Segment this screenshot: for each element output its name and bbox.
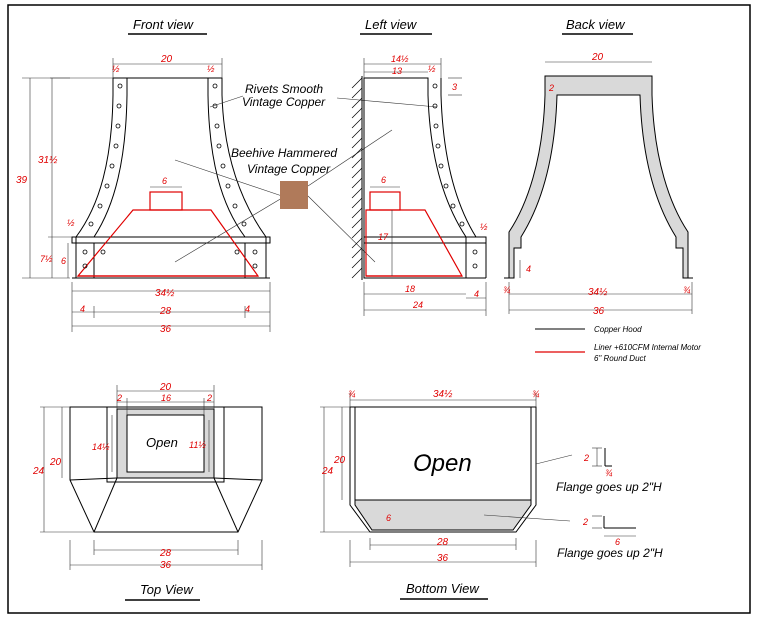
back-dim-total-width: 36 — [593, 306, 605, 317]
rivets-leader-front — [209, 95, 244, 108]
back-dim-right-lip: ¾ — [683, 285, 691, 295]
top-view-open-label: Open — [146, 435, 178, 450]
left-dim-liner-height: 17 — [378, 232, 389, 242]
left-dim-front-offset: 4 — [474, 289, 479, 299]
top-dim-opening-outer: 20 — [159, 382, 172, 393]
back-dim-wall: 2 — [548, 83, 554, 93]
front-dim-duct: 6 — [162, 176, 167, 186]
top-dimension-lines — [40, 385, 263, 570]
front-dim-total-height: 39 — [16, 175, 28, 186]
front-dim-total-width: 36 — [160, 324, 172, 335]
beehive-note-line1: Beehive Hammered — [231, 146, 337, 160]
bottom-dim-base-total: 36 — [437, 553, 449, 564]
bottom-dim-inner-width: 34½ — [433, 389, 453, 400]
left-dim-duct: 6 — [381, 175, 386, 185]
sheet-border — [7, 4, 751, 614]
front-dim-band-inner-width: 28 — [159, 306, 172, 317]
swatch-leader-up — [307, 129, 393, 187]
front-rivets — [82, 83, 258, 269]
bottom-dimension-lines — [320, 393, 636, 567]
top-dim-depth-total: 24 — [32, 466, 45, 477]
left-dim-lip: ½ — [480, 222, 488, 232]
rivets-leader-left — [336, 97, 438, 108]
legend-copper-hood-label: Copper Hood — [594, 325, 642, 334]
back-view-title: Back view — [566, 17, 626, 32]
bottom-dim-flange-upper: 2 — [583, 453, 589, 463]
top-dim-right-depth: 11½ — [189, 440, 206, 450]
bottom-dim-lip-right: ¾ — [532, 389, 540, 399]
left-dim-top-right: 3 — [452, 82, 457, 92]
front-dim-side-right: 4 — [245, 304, 250, 314]
legend-liner-label-2: 6" Round Duct — [594, 354, 647, 363]
left-dimension-lines — [363, 58, 487, 316]
front-dim-top-left: ½ — [112, 64, 120, 74]
top-dim-depth-inner: 20 — [49, 457, 62, 468]
bottom-dim-flange-lower: 2 — [582, 517, 588, 527]
rivets-note-line2: Vintage Copper — [242, 95, 326, 109]
left-view-drawing — [351, 76, 487, 280]
bottom-view-open-label: Open — [413, 450, 472, 477]
flange1-leader — [535, 454, 573, 465]
front-dim-upper-height: 31½ — [38, 155, 58, 166]
front-dim-top-width: 20 — [160, 54, 173, 65]
bottom-view-drawing — [349, 406, 636, 533]
top-dim-left-depth: 14½ — [92, 442, 110, 452]
left-dim-top-side: ½ — [428, 64, 436, 74]
legend: Copper Hood Liner +610CFM Internal Motor… — [535, 325, 701, 363]
left-dim-top-depth: 14½ — [391, 54, 409, 64]
top-dim-opening-inner: 16 — [161, 393, 171, 403]
back-dim-left-lip: ¾ — [503, 285, 511, 295]
back-dimension-lines — [508, 61, 693, 314]
front-dim-top-right: ½ — [207, 64, 215, 74]
swatch-leader-left — [307, 195, 376, 263]
left-dim-total-depth: 24 — [412, 300, 423, 310]
top-dim-base-inner: 28 — [159, 548, 172, 559]
top-dim-base-total: 36 — [160, 560, 172, 571]
bottom-dim-flange-upper-thick: ¾ — [605, 468, 613, 478]
bottom-dim-band: 6 — [386, 513, 391, 523]
beehive-note-line2: Vintage Copper — [247, 162, 331, 176]
bottom-dim-flange-lower-len: 6 — [615, 537, 620, 547]
top-view-title: Top View — [140, 582, 194, 597]
front-dimension-lines — [22, 58, 271, 332]
flange2-leader — [483, 514, 571, 522]
front-dim-band-inner: 6 — [61, 256, 66, 266]
left-dim-liner-depth: 18 — [405, 284, 415, 294]
flange-note-2: Flange goes up 2"H — [557, 546, 663, 560]
bottom-view-title: Bottom View — [406, 581, 480, 596]
bottom-dim-base-inner: 28 — [436, 537, 449, 548]
front-dim-lip: ½ — [67, 218, 75, 228]
bottom-dim-lip-left: ¾ — [348, 389, 356, 399]
legend-liner-label-1: Liner +610CFM Internal Motor — [594, 343, 701, 352]
left-dim-top-inner: 13 — [392, 66, 402, 76]
back-dim-flange-height: 4 — [526, 264, 531, 274]
flange-note-1: Flange goes up 2"H — [556, 480, 662, 494]
copper-swatch — [280, 181, 308, 209]
front-view-title: Front view — [133, 17, 195, 32]
rivets-note-line1: Rivets Smooth — [245, 82, 323, 96]
top-view-drawing — [69, 406, 263, 533]
bottom-dim-depth-inner: 20 — [333, 455, 346, 466]
back-dim-top-width: 20 — [591, 52, 604, 63]
back-view-drawing — [504, 75, 693, 279]
bottom-dim-depth-total: 24 — [321, 466, 334, 477]
top-dim-wall-right: 2 — [206, 393, 212, 403]
top-dim-wall-left: 2 — [116, 393, 122, 403]
back-dim-inner-width: 34½ — [588, 287, 608, 298]
left-view-title: Left view — [365, 17, 418, 32]
front-dim-inner-width: 34½ — [155, 288, 175, 299]
front-view-drawing — [71, 77, 283, 279]
front-dim-band-height: 7½ — [40, 254, 53, 264]
left-rivets — [432, 83, 478, 269]
front-dim-side-left: 4 — [80, 304, 85, 314]
